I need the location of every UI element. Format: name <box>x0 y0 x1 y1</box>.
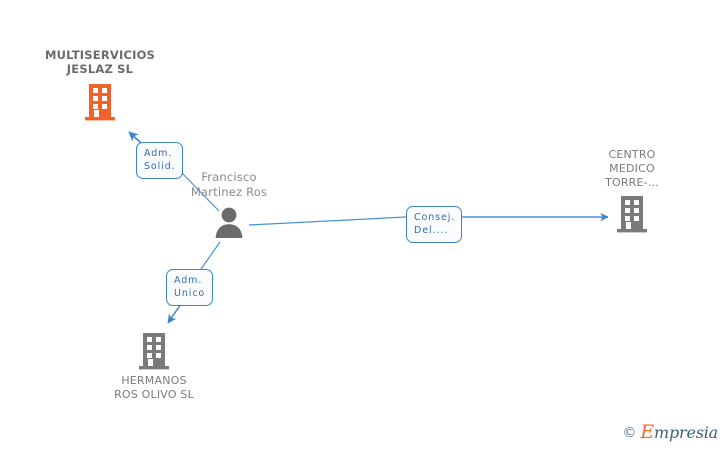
node-label-centro-medico-torre: CENTRO MEDICO TORRE-... <box>605 148 659 189</box>
node-centro-medico-torre[interactable]: CENTRO MEDICO TORRE-... <box>552 148 712 234</box>
person-icon <box>149 200 309 239</box>
brand-rest: mpresia <box>654 423 718 442</box>
node-label-francisco-martinez-ros: Francisco Martinez Ros <box>190 170 268 199</box>
node-hermanos-ros-olivo[interactable]: HERMANOS ROS OLIVO SL <box>74 331 234 402</box>
building-icon <box>74 331 234 371</box>
node-multiservicios-jeslaz[interactable]: MULTISERVICIOS JESLAZ SL <box>20 48 180 122</box>
building-icon <box>552 190 712 234</box>
watermark: © Empresia <box>622 423 718 442</box>
node-francisco-martinez-ros[interactable]: Francisco Martinez Ros <box>149 170 309 239</box>
relation-box-consej-del[interactable]: Consej. Del.... <box>406 206 462 243</box>
brand-wordmark: Empresia <box>640 423 718 442</box>
relation-box-adm-solid[interactable]: Adm. Solid. <box>136 142 183 179</box>
building-icon <box>20 76 180 122</box>
edge-line-adm-solid-upper <box>128 131 142 144</box>
node-label-multiservicios-jeslaz: MULTISERVICIOS JESLAZ SL <box>44 48 156 76</box>
relation-box-adm-unico[interactable]: Adm. Unico <box>166 269 213 306</box>
node-label-hermanos-ros-olivo: HERMANOS ROS OLIVO SL <box>114 374 194 401</box>
edge-line-adm-unico-upper <box>198 241 221 273</box>
copyright-icon: © <box>622 424 637 441</box>
brand-initial: E <box>640 421 654 443</box>
